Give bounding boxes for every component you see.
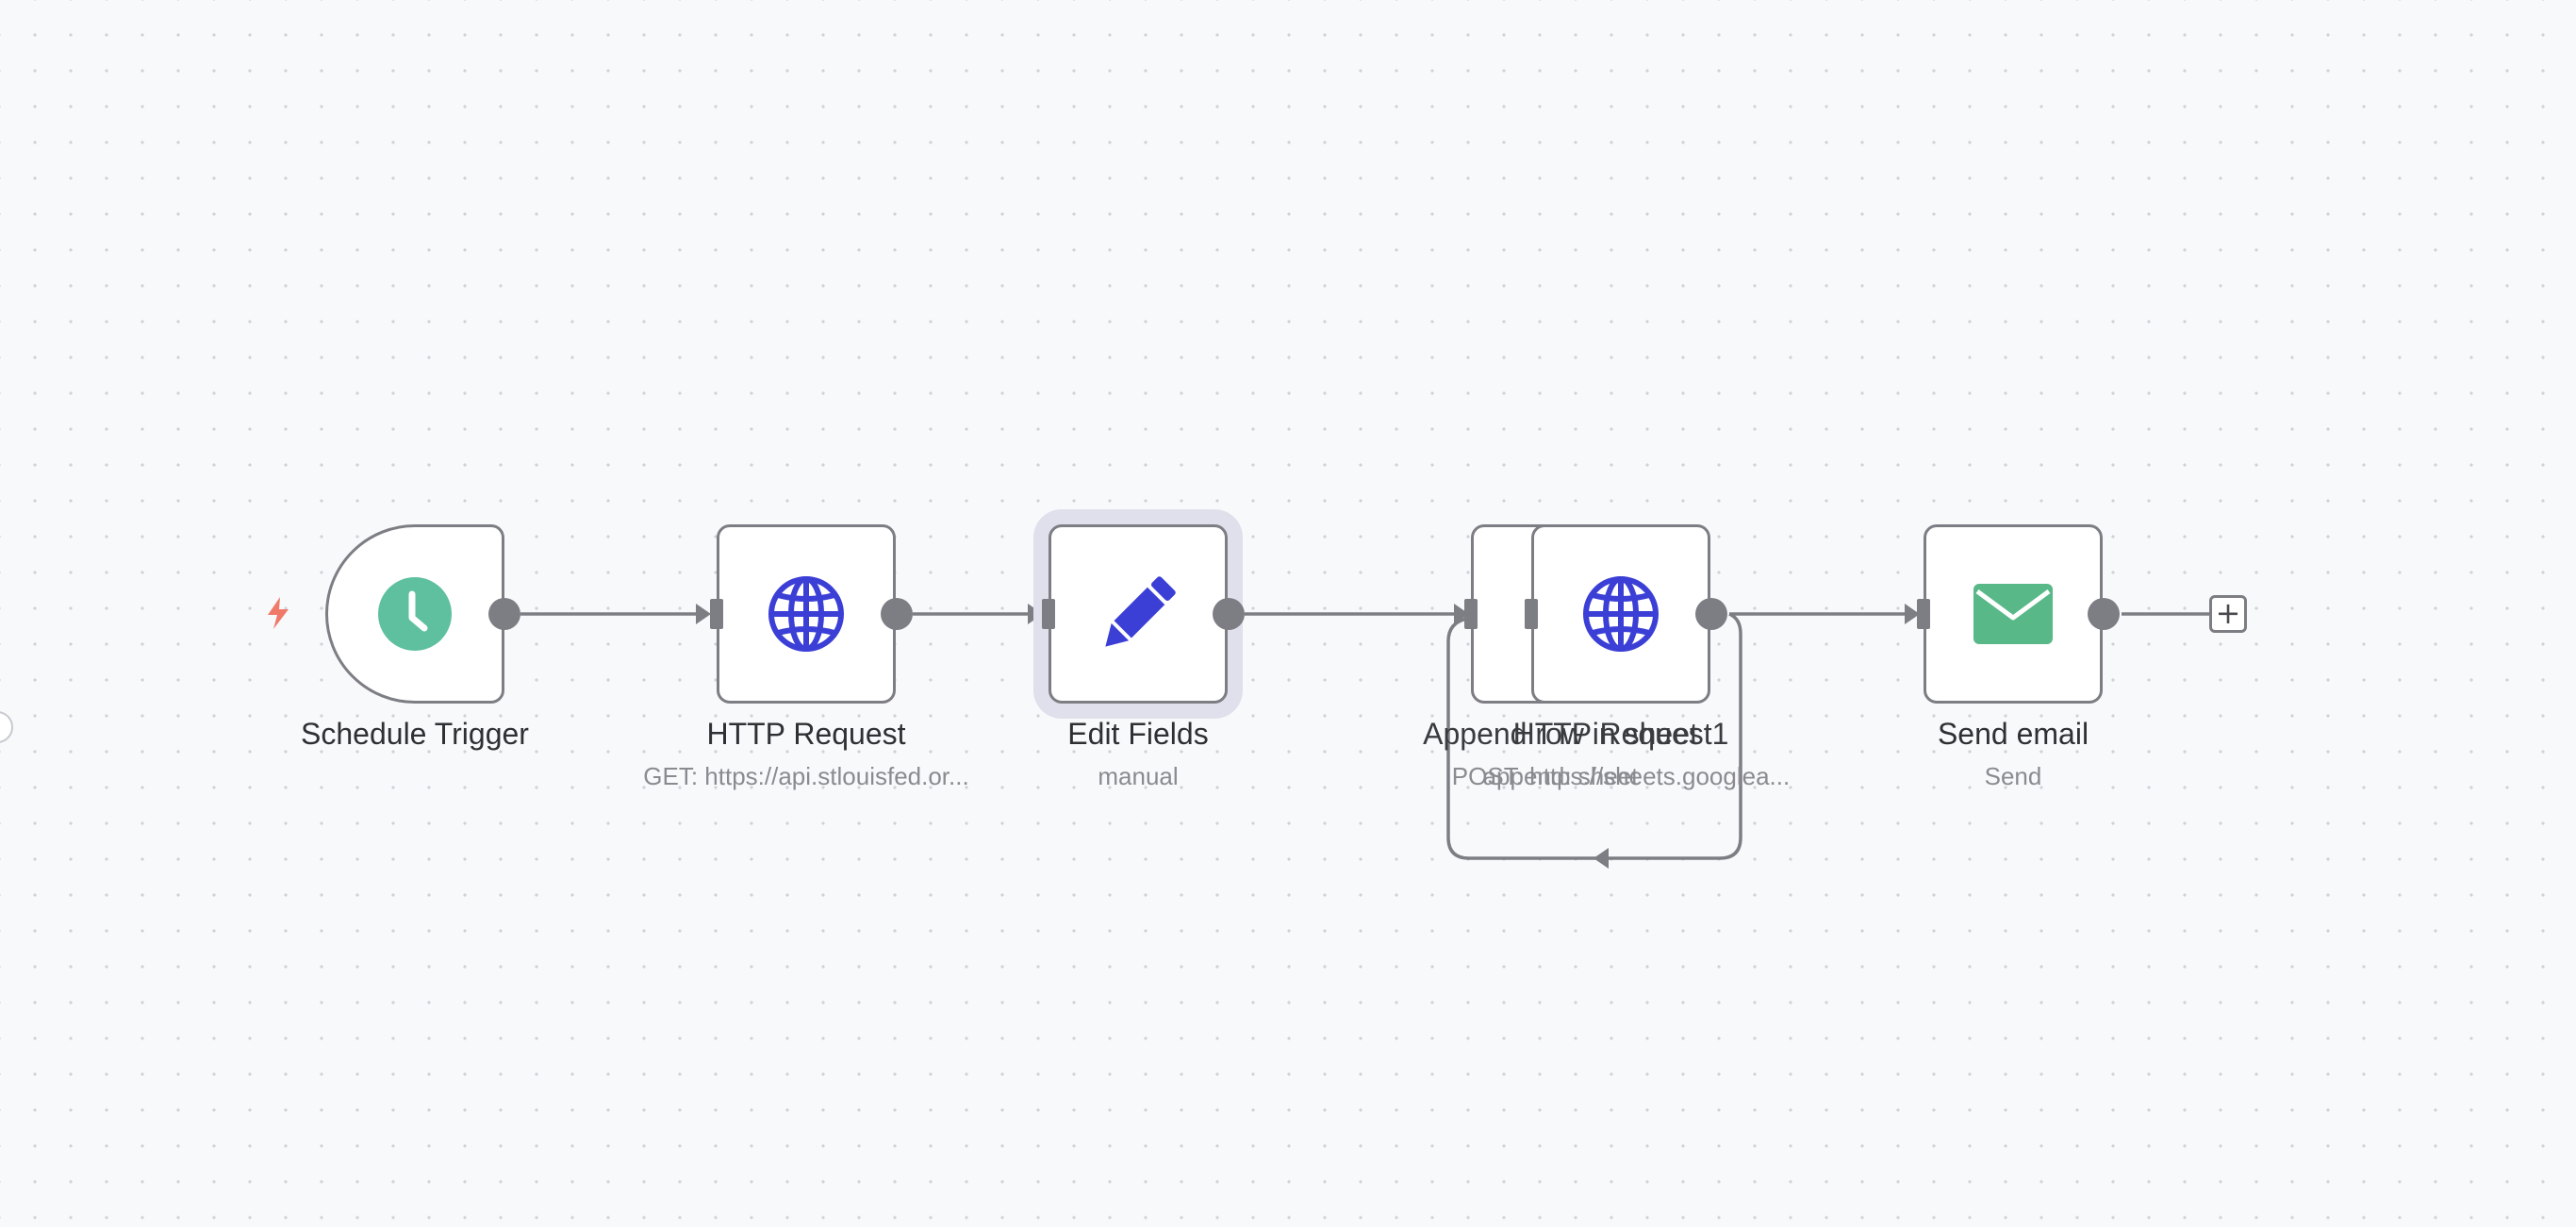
arrow-head (696, 604, 711, 624)
node-label: HTTP Request1 (1512, 717, 1729, 751)
node-send-email[interactable] (1924, 524, 2103, 704)
output-handle[interactable] (881, 598, 913, 630)
input-handle[interactable] (710, 599, 723, 629)
input-handle[interactable] (1042, 599, 1055, 629)
node-http-request[interactable] (717, 524, 896, 704)
node-subtitle: manual (1098, 762, 1179, 790)
output-handle[interactable] (1213, 598, 1245, 630)
clock-icon (378, 577, 452, 651)
arrow-head (1593, 848, 1609, 869)
node-label: Edit Fields (1067, 717, 1209, 751)
node-subtitle: append: sheet (1482, 762, 1639, 790)
node-edit-fields[interactable] (1049, 524, 1228, 704)
canvas-edge-handle[interactable] (0, 711, 13, 743)
globe-icon (768, 576, 844, 652)
output-handle[interactable] (1695, 598, 1727, 630)
node-label: HTTP Request (706, 717, 906, 751)
node-label: Append row in sheet (1423, 717, 1698, 751)
pencil-icon (1105, 576, 1176, 647)
output-handle[interactable] (488, 598, 520, 630)
node-subtitle: GET: https://api.stlouisfed.or... (643, 762, 969, 790)
node-label: Schedule Trigger (301, 717, 529, 751)
output-handle[interactable] (2088, 598, 2120, 630)
node-subtitle: POST: https://sheets.googlea... (1451, 762, 1791, 790)
add-node-button[interactable]: + (2209, 595, 2247, 633)
input-handle[interactable] (1464, 599, 1478, 629)
node-schedule-trigger[interactable] (325, 524, 504, 704)
node-subtitle: Send (1984, 762, 2042, 790)
node-http-request1[interactable] (1531, 524, 1710, 704)
lightning-bolt-icon (268, 597, 289, 629)
node-label: Send email (1937, 717, 2089, 751)
globe-icon (1583, 576, 1659, 652)
arrow-head (1028, 604, 1043, 624)
input-handle[interactable] (1525, 599, 1538, 629)
input-handle[interactable] (1917, 599, 1930, 629)
envelope-icon (1973, 584, 2053, 644)
